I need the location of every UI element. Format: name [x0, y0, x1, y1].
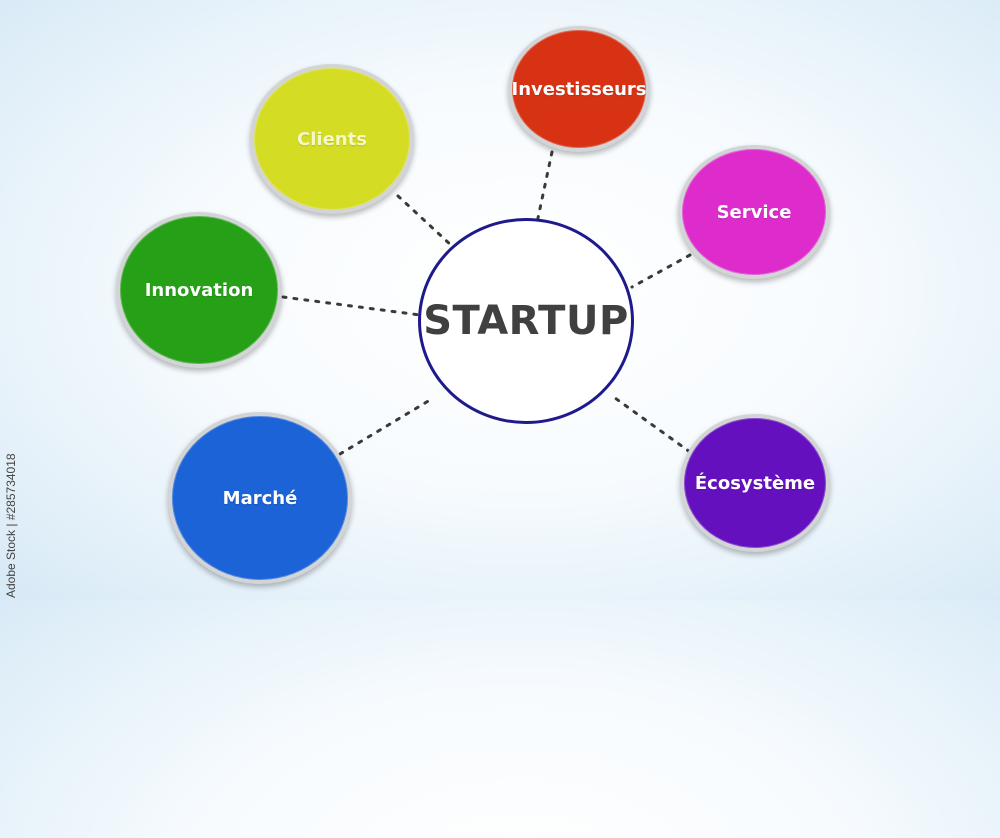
node-clients: Clients — [250, 64, 414, 214]
connector-ecosysteme — [613, 396, 692, 454]
node-label: Service — [716, 201, 792, 223]
connector-innovation — [281, 295, 422, 317]
center-label: STARTUP — [423, 298, 629, 344]
node-label: Écosystème — [694, 472, 816, 494]
node-innovation: Innovation — [116, 212, 282, 368]
node-label: Clients — [297, 128, 367, 150]
connector-lines — [281, 150, 692, 456]
node-label: Investisseurs — [511, 78, 647, 100]
startup-mind-map: Clients Investisseurs Service Innovation… — [4, 26, 830, 598]
node-service: Service — [678, 145, 830, 279]
connector-service — [630, 253, 692, 289]
node-ecosysteme: Écosystème — [680, 414, 830, 552]
node-label: Marché — [222, 487, 298, 509]
node-marche: Marché — [168, 412, 352, 584]
connector-investisseurs — [536, 150, 554, 220]
node-label: Innovation — [144, 279, 254, 301]
watermark-text: Adobe Stock | #285734018 — [4, 453, 18, 598]
center-node: STARTUP — [418, 218, 634, 424]
connector-clients — [396, 194, 454, 248]
node-investisseurs: Investisseurs — [508, 26, 650, 152]
connector-marche — [338, 398, 432, 456]
stock-watermark: Adobe Stock | #285734018 — [4, 453, 24, 838]
